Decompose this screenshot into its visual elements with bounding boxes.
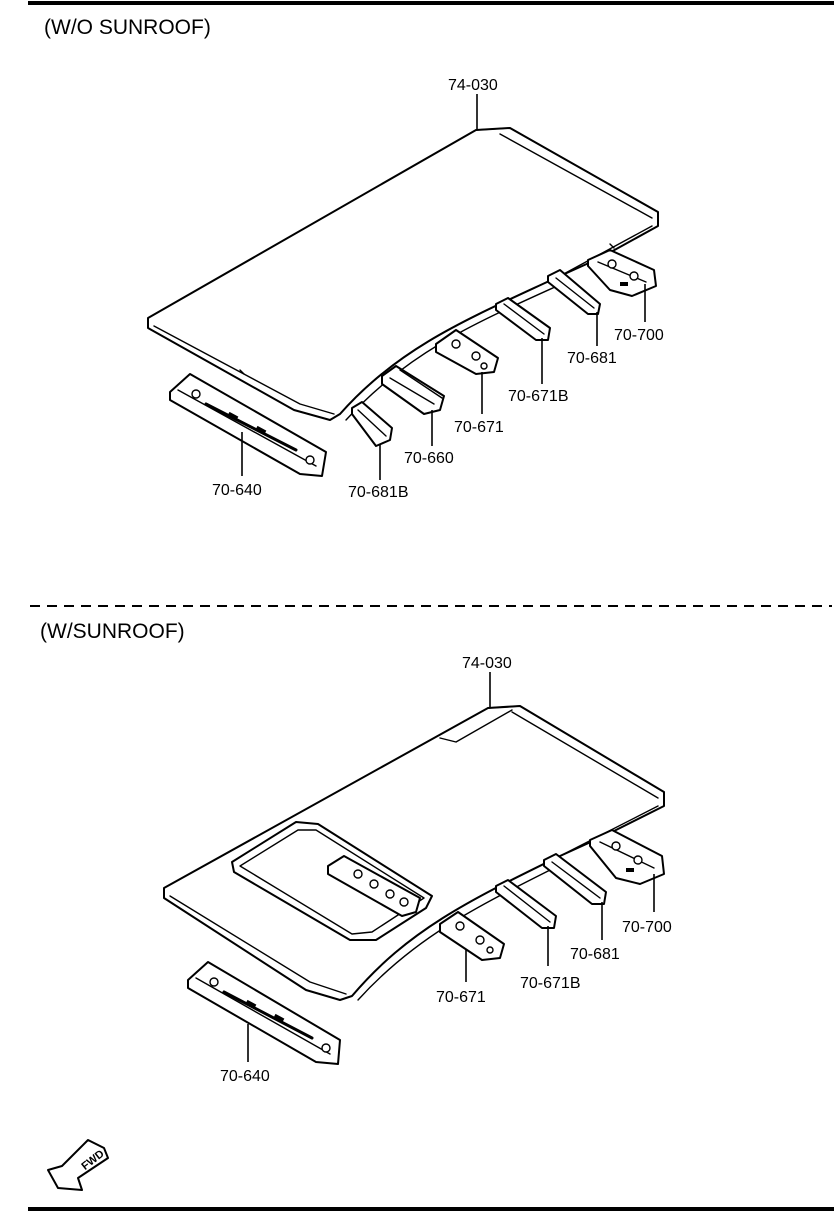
section-without-sunroof: (W/O SUNROOF): [44, 16, 664, 501]
forward-arrow-icon: FWD: [47, 1139, 109, 1191]
callout-bow-671b-sunroof: 70-671B: [520, 975, 581, 992]
callout-roof-panel-sunroof: 74-030: [462, 655, 512, 672]
roof-bow-70-681b: [351, 401, 393, 447]
section-title-without-sunroof: (W/O SUNROOF): [44, 16, 211, 39]
roof-bow-70-681: [547, 269, 601, 315]
roof-bow-70-671b: [495, 297, 551, 341]
callout-rear-header: 70-700: [614, 327, 664, 344]
front-header-70-640-sunroof: [187, 961, 341, 1065]
roof-bow-70-671: [435, 329, 499, 375]
callout-rear-header-sunroof: 70-700: [622, 919, 672, 936]
section-with-sunroof: (W/SUNROOF): [40, 620, 672, 1085]
callout-bow-681: 70-681: [567, 350, 617, 367]
callout-roof-panel: 74-030: [448, 77, 498, 94]
roof-bow-70-660: [381, 365, 445, 415]
callout-bow-671: 70-671: [454, 419, 504, 436]
roof-panel-74-030-sunroof: [163, 705, 665, 1001]
callout-bow-671-sunroof: 70-671: [436, 989, 486, 1006]
rear-header-70-700-sunroof: [589, 829, 665, 885]
section-title-with-sunroof: (W/SUNROOF): [40, 620, 185, 643]
rear-header-70-700: [587, 249, 657, 297]
callout-front-header-sunroof: 70-640: [220, 1068, 270, 1085]
roof-bow-70-671b-sunroof: [495, 879, 557, 929]
callout-bow-681-sunroof: 70-681: [570, 946, 620, 963]
front-header-70-640: [169, 373, 327, 477]
callout-bow-681b: 70-681B: [348, 484, 409, 501]
callout-bow-660: 70-660: [404, 450, 454, 467]
callout-front-header: 70-640: [212, 482, 262, 499]
roof-bow-70-681-sunroof: [543, 853, 607, 905]
roof-bow-70-671-sunroof: [439, 911, 505, 961]
callout-bow-671b: 70-671B: [508, 388, 569, 405]
sunroof-opening: [231, 821, 433, 941]
